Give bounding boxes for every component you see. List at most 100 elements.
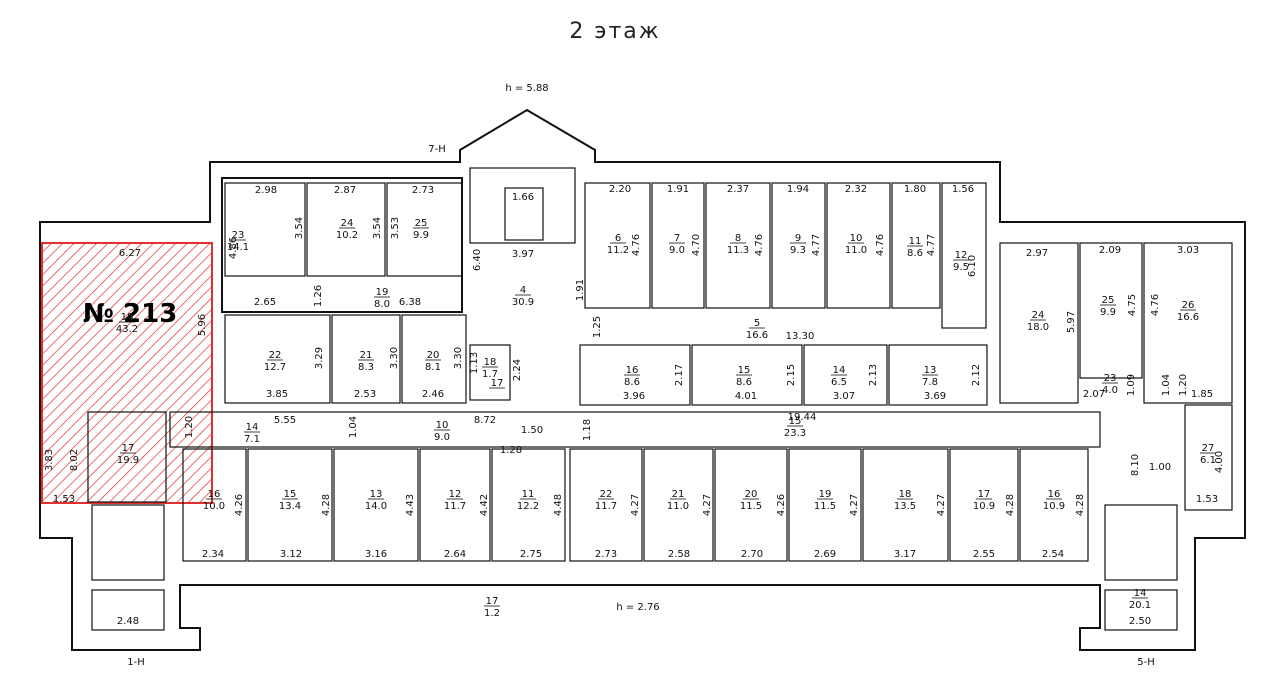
dimension-label: 19.44 [788, 412, 817, 423]
room-number: 20 [427, 350, 440, 361]
dimension-label: 1.53 [53, 494, 75, 505]
room-area: 19.9 [117, 455, 139, 466]
dimension-label: 2.17 [674, 364, 685, 386]
room-number: 24 [1032, 310, 1045, 321]
room-label: 171.2 [484, 596, 500, 619]
room-area: 9.3 [790, 245, 806, 256]
dimension-label: 2.75 [520, 549, 542, 560]
dimension-label: 1.26 [313, 285, 324, 307]
room-area: 6.5 [831, 377, 847, 388]
entrance-label-5: 5-Н [1137, 657, 1155, 668]
dimension-label: 3.03 [1177, 245, 1199, 256]
dimension-label: 1.91 [667, 184, 689, 195]
room-number: 16 [208, 489, 221, 500]
dimension-label: 4.00 [1214, 451, 1225, 473]
dimension-label: 3.30 [389, 347, 400, 369]
room-label: 259.9 [1100, 295, 1116, 318]
room-number: 18 [121, 312, 134, 323]
dimension-label: 4.48 [553, 494, 564, 516]
dimension-label: 3.96 [623, 391, 645, 402]
room-number: 13 [370, 489, 383, 500]
dimension-label: 2.87 [334, 185, 356, 196]
central-stair-block [469, 167, 576, 401]
dimension-label: 6.40 [472, 249, 483, 271]
dimension-label: 2.64 [444, 549, 466, 560]
room-area: 7.8 [922, 377, 938, 388]
room-number: 12 [955, 250, 968, 261]
dimension-label: 3.54 [294, 217, 305, 239]
room-number: 9 [795, 233, 801, 244]
dimension-label: 2.73 [595, 549, 617, 560]
room-number: 21 [360, 350, 373, 361]
dimension-label: 2.12 [971, 364, 982, 386]
room-number: 20 [745, 489, 758, 500]
dimension-label: 4.28 [321, 494, 332, 516]
dimension-label: 4.76 [1150, 294, 1161, 316]
dimension-label: 2.09 [1099, 245, 1121, 256]
room-area: 12.7 [264, 362, 286, 373]
floor-title: 2 этаж [569, 19, 660, 44]
room-label: 218.3 [358, 350, 374, 373]
dimension-label: 5.97 [1066, 311, 1077, 333]
ceiling-height-top: h = 5.88 [505, 83, 548, 94]
building-outline [39, 108, 1246, 651]
dimension-label: 3.29 [314, 347, 325, 369]
dimension-label: 2.15 [786, 364, 797, 386]
dimension-label: 2.53 [354, 389, 376, 400]
room-number: 11 [909, 236, 922, 247]
dimension-label: 1.18 [582, 419, 593, 441]
dimension-label: 2.73 [412, 185, 434, 196]
dimension-label: 4.01 [735, 391, 757, 402]
corridor [169, 411, 1101, 448]
dimension-label: 13.30 [786, 331, 815, 342]
dimension-label: 4.27 [849, 494, 860, 516]
room-number: 8 [735, 233, 741, 244]
highlighted-unit-213[interactable] [41, 242, 213, 504]
room-area: 11.7 [444, 501, 466, 512]
dimension-label: 4.28 [1075, 494, 1086, 516]
room-area: 14.1 [227, 242, 249, 253]
dimension-label: 3.16 [365, 549, 387, 560]
room-number: 25 [415, 218, 428, 229]
dimension-label: 4.26 [776, 494, 787, 516]
dimension-label: 4.75 [1127, 294, 1138, 316]
room-label: 99.3 [790, 233, 806, 256]
room-number: 17 [978, 489, 991, 500]
room-area: 14.0 [365, 501, 387, 512]
room-number: 26 [1182, 300, 1195, 311]
room-number: 13 [924, 365, 937, 376]
room-area: 16.6 [1177, 312, 1199, 323]
wing-upper-right [579, 182, 988, 406]
dimension-label: 2.48 [117, 616, 139, 627]
dimension-label: 1.20 [184, 416, 195, 438]
dimension-label: 2.55 [973, 549, 995, 560]
room-label: 516.6 [746, 318, 768, 341]
room-number: 7 [674, 233, 680, 244]
room-area: 10.9 [973, 501, 995, 512]
room-area: 7.1 [244, 434, 260, 445]
dimension-label: 6.27 [119, 248, 141, 259]
dimension-label: 2.13 [868, 364, 879, 386]
room-number: 4 [520, 285, 526, 296]
room-label: 811.3 [727, 233, 749, 256]
dimension-label: 2.46 [422, 389, 444, 400]
room-number: 11 [522, 489, 535, 500]
room-area: 43.2 [116, 324, 138, 335]
room-area: 30.9 [512, 297, 534, 308]
room-area: 11.3 [727, 245, 749, 256]
room-number: 6 [615, 233, 621, 244]
dimension-label: 2.07 [1083, 389, 1105, 400]
room-area: 9.9 [413, 230, 429, 241]
room-number: 25 [1102, 295, 1115, 306]
